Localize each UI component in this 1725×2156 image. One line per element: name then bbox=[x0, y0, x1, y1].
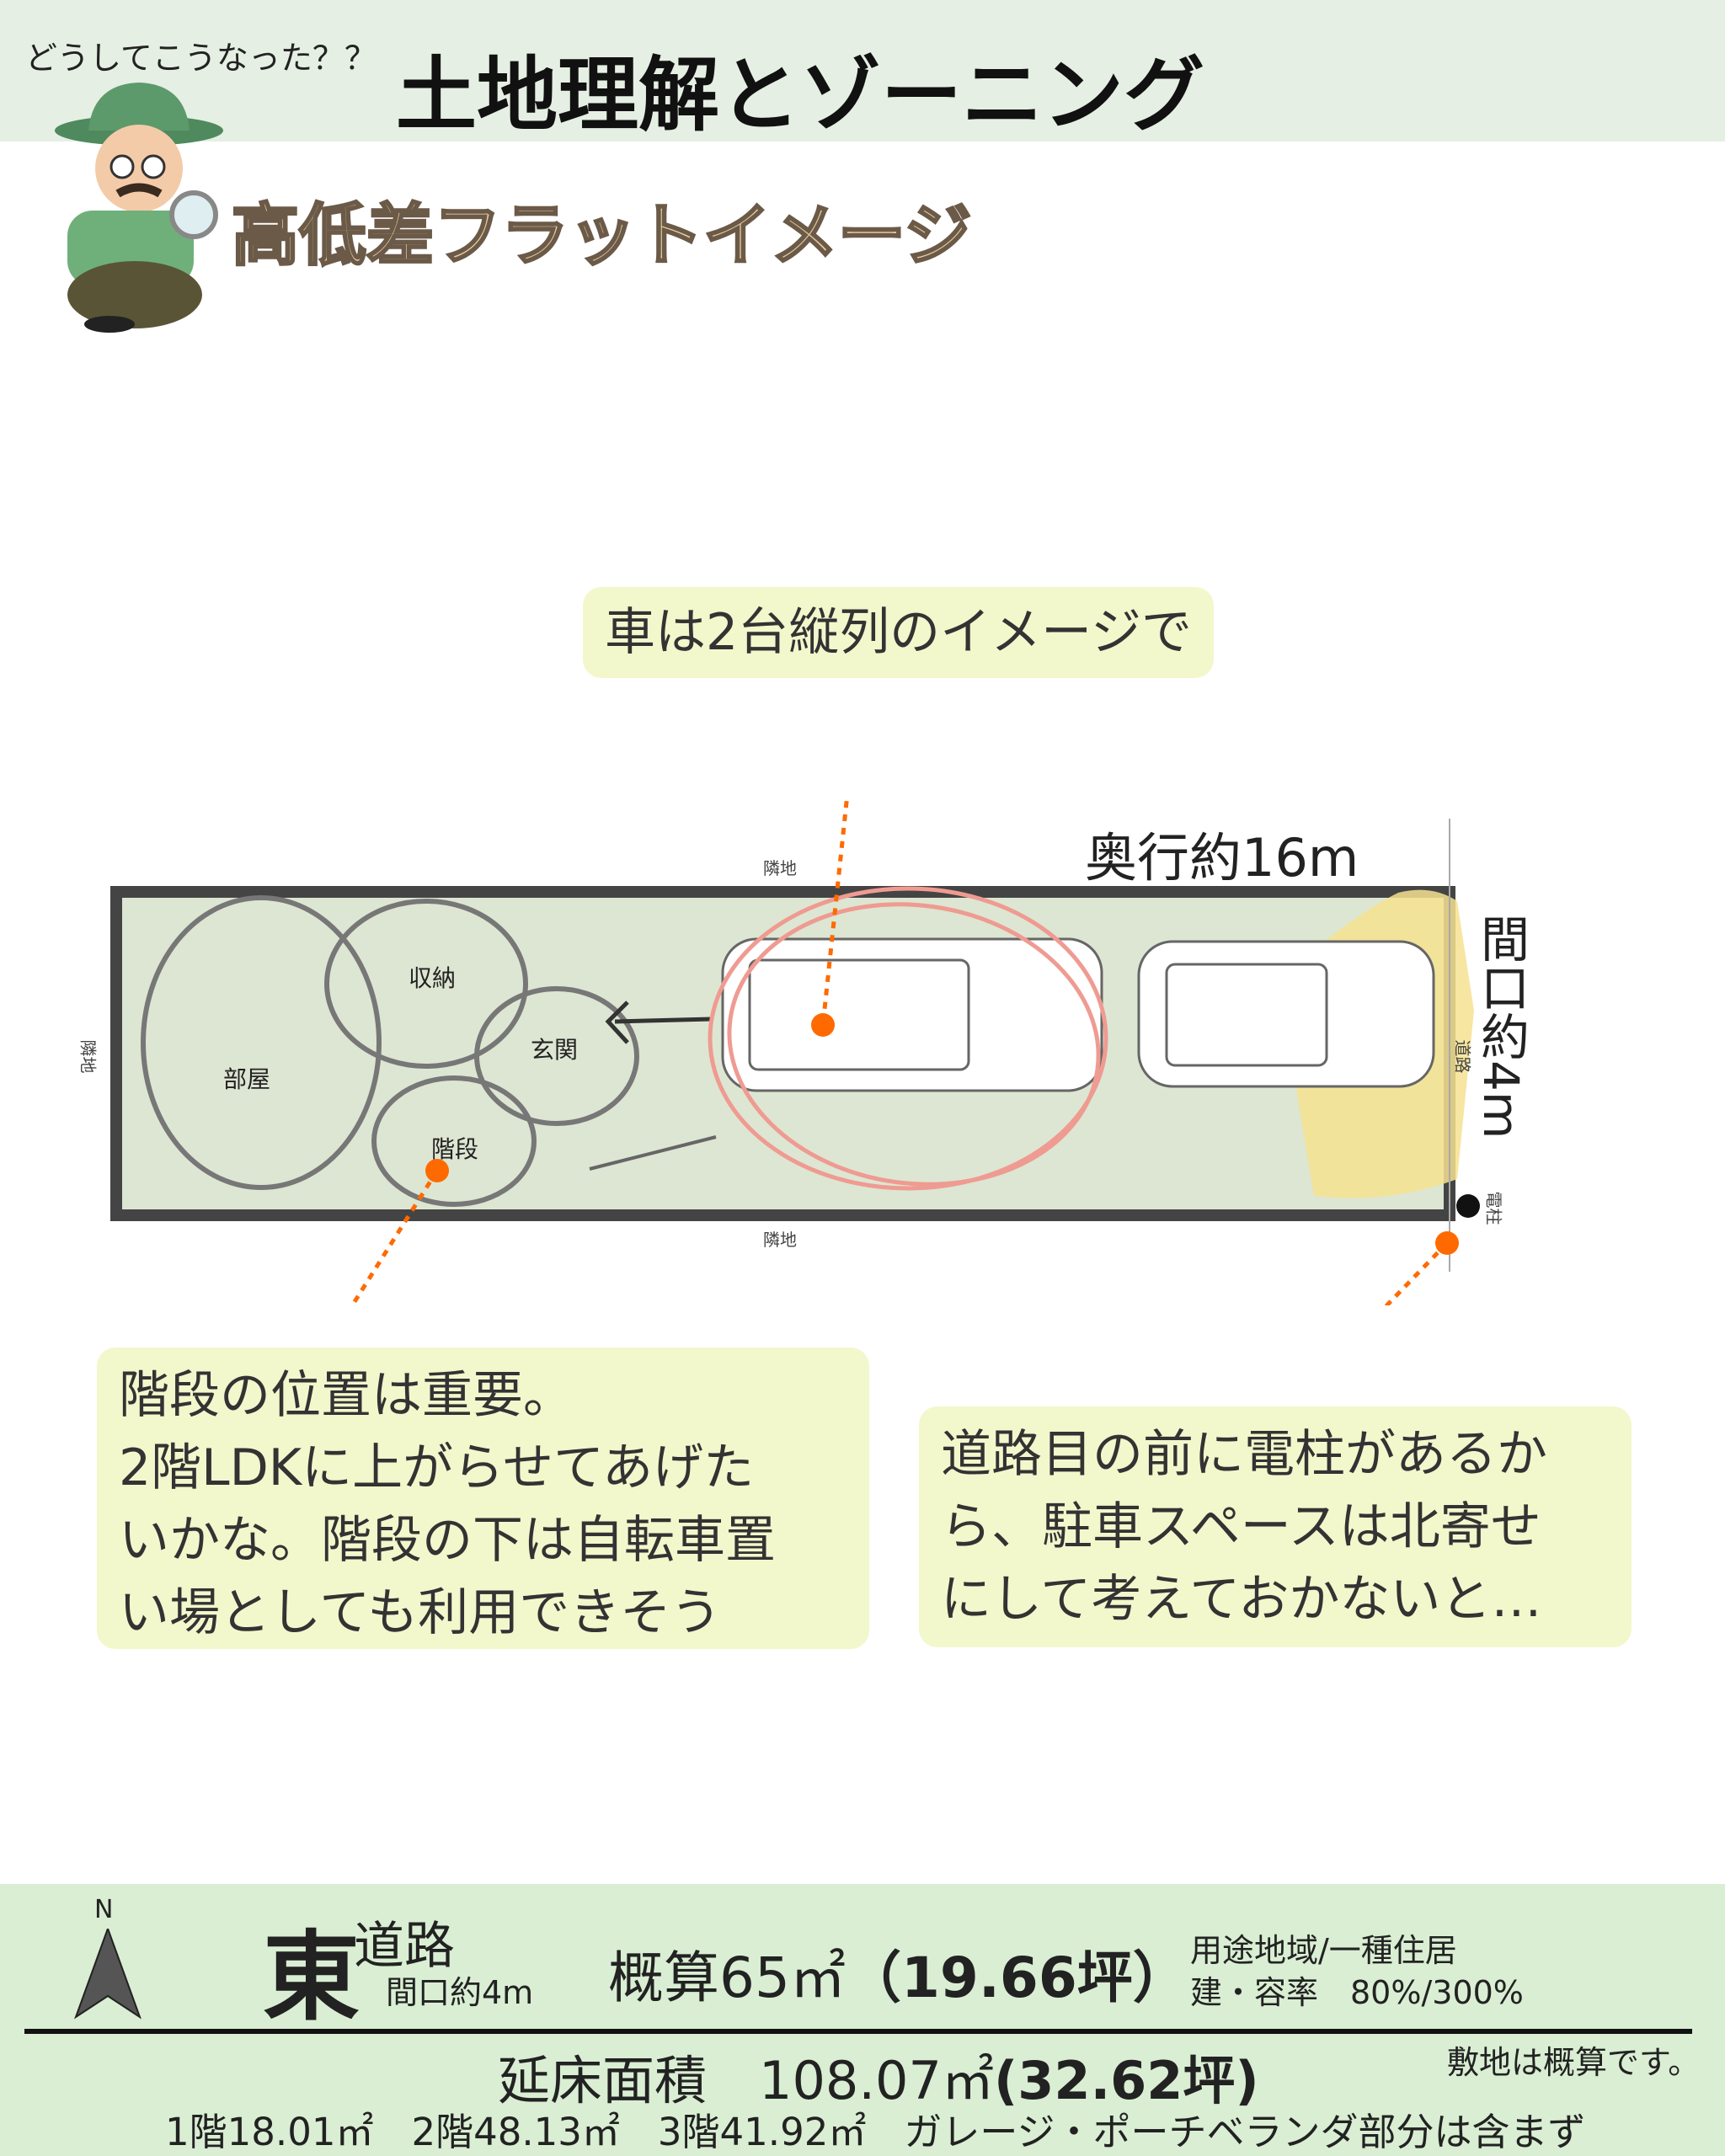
page-title: 土地理解とゾーニング bbox=[396, 48, 1204, 142]
header-band bbox=[0, 0, 1725, 141]
marker-dot bbox=[425, 1159, 449, 1182]
callout-cars: 車は2台縦列のイメージで bbox=[583, 587, 1214, 678]
neighbor-label-top: 隣地 bbox=[763, 858, 797, 878]
marker-dot bbox=[811, 1013, 835, 1037]
callout-line: 道路目の前に電柱があるか bbox=[941, 1425, 1547, 1484]
entrance-label: 玄関 bbox=[531, 1036, 579, 1064]
floor-area-sqm: 延床面積 108.07㎡ bbox=[498, 2050, 994, 2111]
depth-label: 奥行約16m bbox=[1085, 827, 1359, 889]
utility-pole-icon bbox=[1456, 1194, 1480, 1218]
callout-stairs: 階段の位置は重要。 2階LDKに上がらせてあげた いかな。階段の下は自転車置 い… bbox=[97, 1348, 869, 1649]
road-label-footer: 道路 bbox=[354, 1917, 455, 1976]
frontage-footer: 間口約4m bbox=[386, 1974, 534, 2011]
detective-illustration bbox=[55, 83, 223, 333]
callout-pole: 道路目の前に電柱があるか ら、駐車スペースは北寄せ にして考えておかないと… bbox=[919, 1406, 1632, 1647]
page-subtitle: 高低差フラットイメージ bbox=[230, 195, 972, 276]
callout-line: にして考えておかないと… bbox=[941, 1570, 1542, 1629]
north-label: N bbox=[94, 1895, 114, 1924]
note: 敷地は概算です。 bbox=[1447, 2044, 1701, 2081]
site-area-tsubo: （19.66坪） bbox=[845, 1945, 1188, 2010]
arrow-icon bbox=[605, 1001, 713, 1044]
north-arrow-icon bbox=[74, 1929, 142, 2020]
callout-line: 階段の位置は重要。 bbox=[119, 1366, 574, 1425]
storage-label: 収納 bbox=[409, 964, 457, 992]
coverage-ratio: 建・容率 80%/300% bbox=[1190, 1974, 1524, 2011]
floor-area-tsubo: (32.62坪) bbox=[993, 2050, 1259, 2111]
east-label: 東 bbox=[263, 1921, 360, 2034]
divider bbox=[24, 2029, 1692, 2034]
lead-text: どうしてこうなった？？ bbox=[25, 40, 377, 77]
pole-label: 電柱 bbox=[1483, 1191, 1504, 1225]
floor-area: 延床面積 108.07㎡(32.62坪) bbox=[498, 2038, 1259, 2114]
callout-line: い場としても利用できそう bbox=[119, 1583, 722, 1642]
footer-band bbox=[0, 1884, 1725, 2156]
site-area-sqm: 概算65㎡ bbox=[608, 1945, 846, 2010]
parking-circles bbox=[708, 886, 1108, 1191]
frontage-label: 間口約4m bbox=[1472, 914, 1530, 1139]
zoning: 用途地域/一種住居 bbox=[1190, 1932, 1457, 1969]
callout-line: いかな。階段の下は自転車置 bbox=[119, 1511, 776, 1570]
neighbor-label-left: 隣地 bbox=[77, 1039, 99, 1074]
bicycle-icon bbox=[589, 1135, 717, 1171]
callout-line: ら、駐車スペースは北寄せ bbox=[941, 1497, 1541, 1556]
floor-breakdown: 1階18.01㎡ 2階48.13㎡ 3階41.92㎡ ガレージ・ポーチベランダ部… bbox=[165, 2110, 1586, 2154]
site-plan bbox=[110, 800, 1480, 1305]
neighbor-label-bottom: 隣地 bbox=[763, 1230, 797, 1250]
stairs-label: 階段 bbox=[431, 1135, 479, 1163]
car-icon bbox=[721, 937, 1103, 1092]
callout-line: 2階LDKに上がらせてあげた bbox=[119, 1438, 755, 1497]
site-area: 概算65㎡（19.66坪） bbox=[608, 1933, 1188, 2014]
car-icon bbox=[1137, 940, 1435, 1088]
marker-dot bbox=[1435, 1231, 1459, 1255]
room-circles bbox=[141, 895, 639, 1207]
room-label: 部屋 bbox=[223, 1065, 271, 1093]
